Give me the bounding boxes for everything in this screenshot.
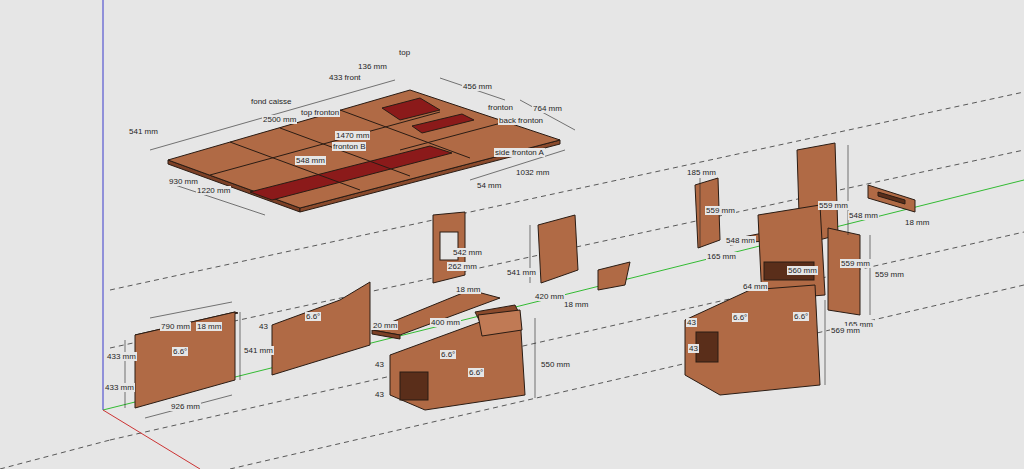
dimension-label: 43 [688, 344, 699, 353]
dimension-label: fronton B [332, 142, 366, 151]
dimension-label: 559 mm [874, 270, 905, 279]
dimension-label: 43 [686, 318, 697, 327]
dimension-label: 548 mm [848, 211, 879, 220]
dimension-label: 548 mm [725, 236, 756, 245]
dimension-label: fond caisse [250, 97, 292, 106]
dimension-label: 569 mm [830, 326, 861, 335]
dimension-label: 2500 mm [262, 115, 297, 124]
dimension-label: fronton [487, 103, 514, 112]
dimension-label: 6.6° [305, 312, 321, 321]
dimension-label: 456 mm [462, 82, 493, 91]
dimension-label: 541 mm [506, 268, 537, 277]
dimension-label: 18 mm [455, 285, 481, 294]
dimension-label: 43 [258, 322, 269, 331]
dimension-label: top [398, 48, 411, 57]
green-axis [103, 180, 1024, 410]
dimension-label: 433 mm [104, 383, 135, 392]
dimension-label: 18 mm [196, 322, 222, 331]
parts [135, 90, 915, 410]
guide-lines [0, 92, 1024, 469]
dimension-label: 54 mm [476, 181, 502, 190]
dimension-label: 165 mm [706, 252, 737, 261]
dimension-label: 542 mm [452, 248, 483, 257]
red-axis [103, 410, 200, 469]
dimension-label: 433 front [328, 73, 362, 82]
dimension-label: 541 mm [243, 346, 274, 355]
dimension-label: 6.6° [732, 313, 748, 322]
dimension-label: back fronton [498, 116, 544, 125]
dimension-label: 790 mm [160, 322, 191, 331]
dimension-label: 433 mm [106, 352, 137, 361]
dimension-label: 185 mm [686, 168, 717, 177]
dimension-label: top fronton [300, 108, 340, 117]
dimension-label: 43 [374, 390, 385, 399]
dimension-label: 43 [374, 360, 385, 369]
dimension-label: 18 mm [904, 218, 930, 227]
dimension-label: 262 mm [447, 262, 478, 271]
dimension-label: 550 mm [540, 360, 571, 369]
dimension-label: 6.6° [172, 347, 188, 356]
dimension-label: 136 mm [357, 62, 388, 71]
dimension-label: side fronton A [494, 148, 545, 157]
dimension-label: 560 mm [787, 266, 818, 275]
dimension-label: 6.6° [468, 368, 484, 377]
dimension-label: 559 mm [705, 206, 736, 215]
dimension-label: 64 mm [742, 282, 768, 291]
dimension-label: 764 mm [532, 104, 563, 113]
dimension-lines [125, 78, 870, 418]
dimension-label: 400 mm [430, 318, 461, 327]
dimension-label: 6.6° [440, 350, 456, 359]
dimension-label: 548 mm [295, 156, 326, 165]
dimension-label: 930 mm [168, 177, 199, 186]
dimension-label: 926 mm [170, 402, 201, 411]
dimension-label: 20 mm [372, 321, 398, 330]
dimension-label: 420 mm [534, 292, 565, 301]
dimension-label: 559 mm [818, 201, 849, 210]
dimension-label: 541 mm [128, 127, 159, 136]
dimension-label: 1032 mm [515, 168, 550, 177]
dimension-label: 6.6° [793, 312, 809, 321]
blue-axis [103, 0, 104, 410]
dimension-label: 1470 mm [335, 131, 370, 140]
dimension-label: 559 mm [840, 259, 871, 268]
dimension-label: 18 mm [563, 300, 589, 309]
dimension-label: 1220 mm [196, 186, 231, 195]
